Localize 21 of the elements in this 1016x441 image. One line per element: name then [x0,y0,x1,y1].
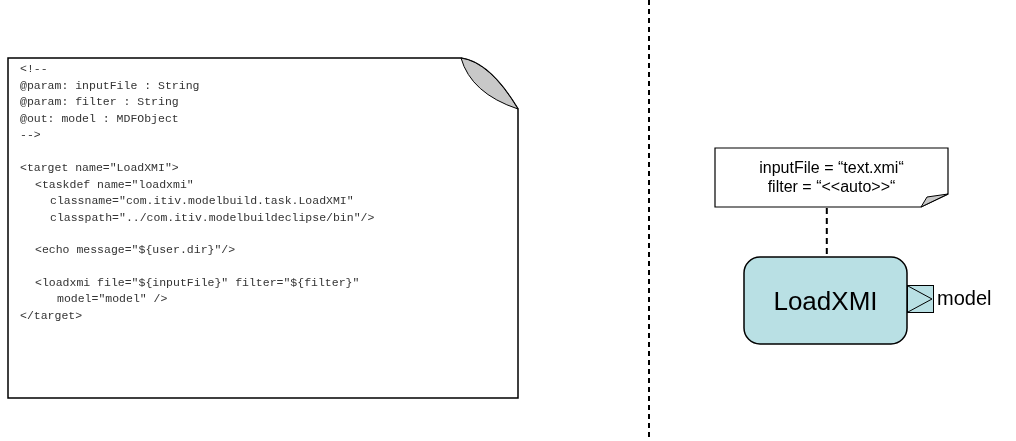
code-line: <loadxmi file="${inputFile}" filter="${filter}" [35,276,360,290]
note-box [714,147,949,208]
code-line: <target name="LoadXMI"> [20,161,179,175]
code-line: classname="com.itiv.modelbuild.task.LoadXMI" [50,194,354,208]
code-line: <taskdef name="loadxmi" [35,178,194,192]
code-line: @param: filter : String [20,95,179,109]
code-line: @out: model : MDFObject [20,112,179,126]
parameter-text: filter = “<<auto>>“ [766,177,897,196]
code-line: <echo message="${user.dir}"/> [35,243,236,257]
connector-line [825,207,828,257]
code-line: </target> [20,309,83,323]
parameter-text: inputFile = “text.xmi“ [758,158,905,177]
code-line: @param: inputFile : String [20,79,200,93]
code-line: <!-- [20,62,48,76]
code-line: model="model" /> [57,292,168,306]
code-line: --> [20,128,41,142]
code-line: classpath="../com.itiv.modelbuildeclipse/bin"/> [50,211,375,225]
port-label: model [937,287,992,310]
task-box [743,256,908,345]
code-note [7,57,519,399]
task-name: LoadXMI [772,285,879,317]
